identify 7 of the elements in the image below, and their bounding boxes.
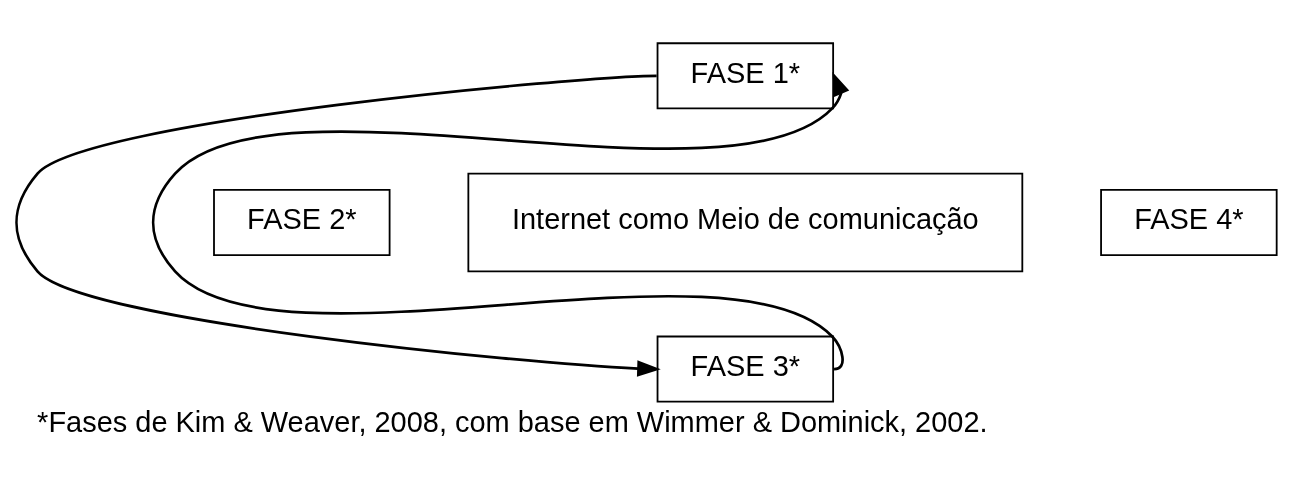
arrow — [15, 73, 661, 377]
node-box: Internet como Meio de comunicação — [467, 172, 1024, 272]
caption: *Fases de Kim & Weaver, 2008, com base em Wimmer & Dominick, 2002. — [37, 405, 988, 438]
node-box: FASE 3* — [656, 335, 835, 403]
node-box: FASE 1* — [656, 41, 835, 109]
node-box: FASE 2* — [213, 188, 391, 256]
node-box: FASE 4* — [1100, 188, 1278, 256]
